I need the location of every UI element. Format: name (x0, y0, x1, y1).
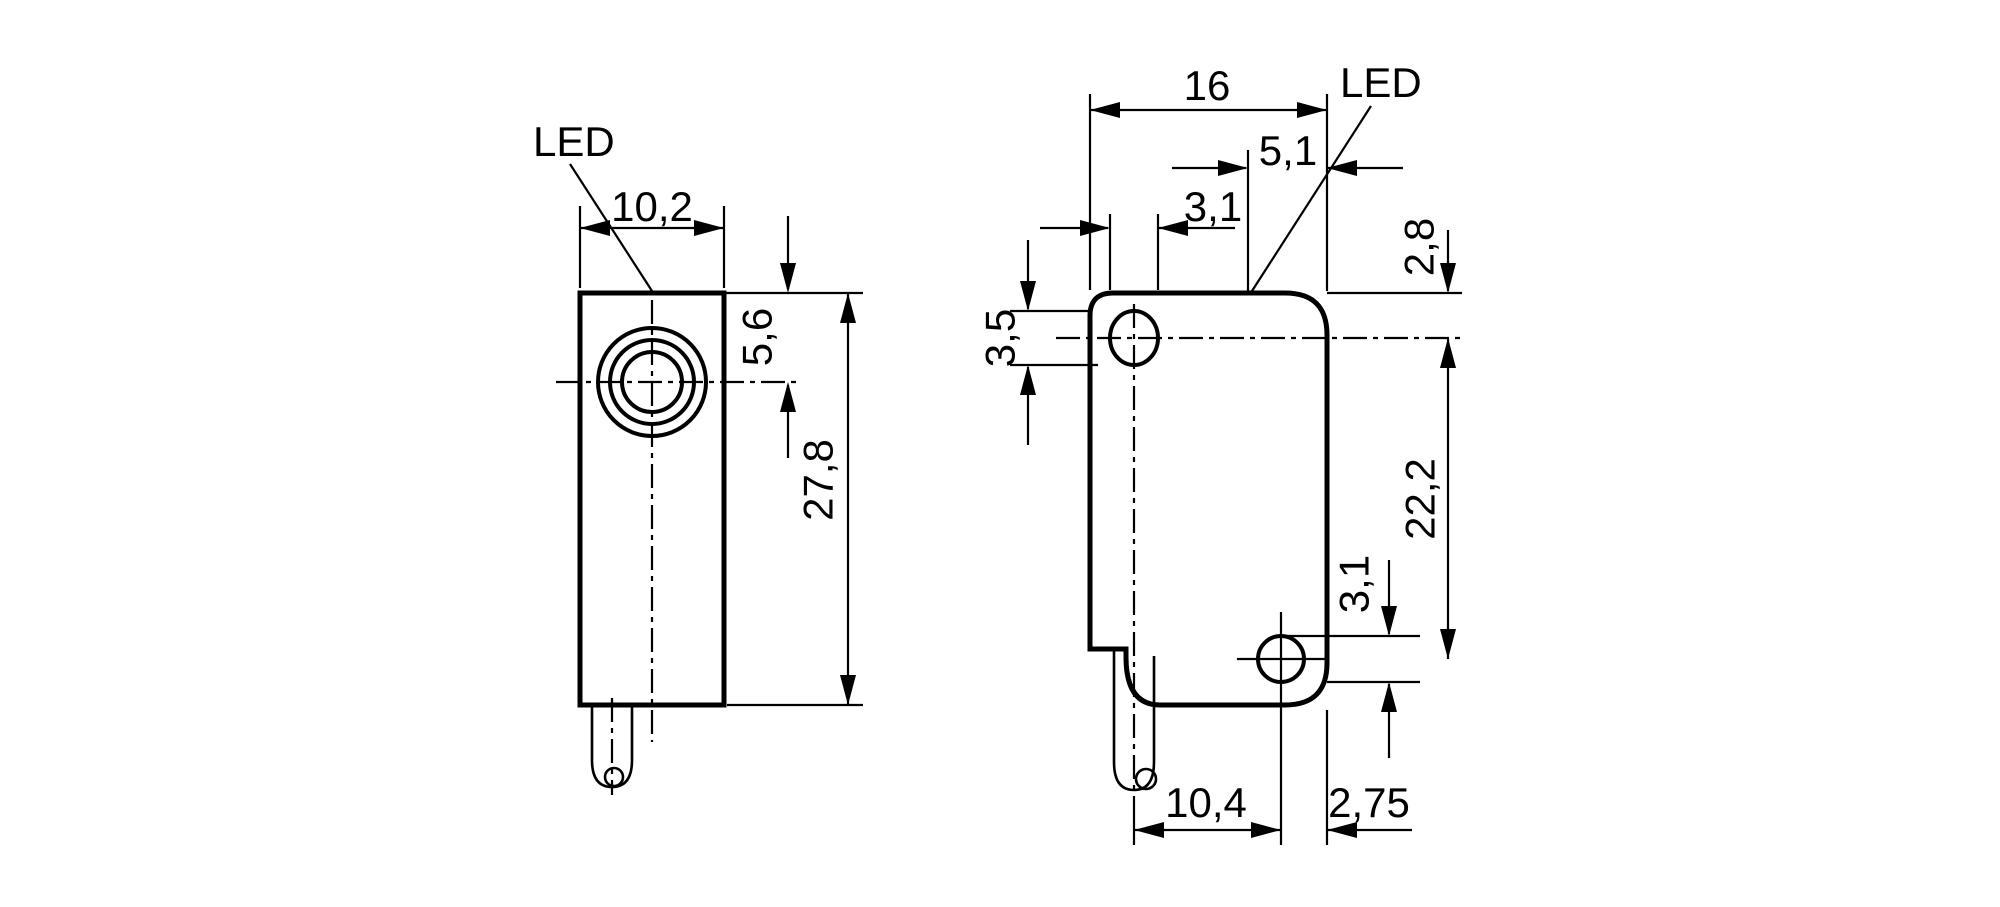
dim-side-depth: 16 (1088, 62, 1329, 291)
dim-led-position-label: 5,1 (1259, 127, 1317, 174)
dim-cable-to-hole-label: 10,4 (1165, 779, 1247, 826)
dim-slot-width: 3,1 (1040, 183, 1242, 290)
dim-side-depth-label: 16 (1184, 62, 1231, 109)
dim-front-width-label: 10,2 (611, 183, 693, 230)
dim-slot-center-from-top: 2,8 (1327, 218, 1462, 295)
front-view: LED 10,2 5,6 27,8 (533, 118, 863, 795)
dim-hole-to-edge-label: 2,75 (1328, 779, 1410, 826)
dim-front-face-center-label: 5,6 (734, 308, 781, 366)
dim-hole-spacing: 22,2 (1397, 338, 1456, 659)
front-led-label: LED (533, 118, 615, 165)
front-body-outline (577, 290, 727, 708)
dim-slot-center-from-top-label: 2,8 (1396, 218, 1443, 276)
dim-slot-width-label: 3,1 (1184, 183, 1242, 230)
dim-hole-spacing-label: 22,2 (1397, 458, 1444, 540)
front-cable-end (603, 766, 625, 788)
dim-front-width: 10,2 (578, 183, 726, 288)
dim-led-position: 5,1 (1172, 127, 1403, 291)
side-view: LED 16 5,1 3,1 (977, 59, 1462, 845)
dim-cable-to-hole: 10,4 (1134, 779, 1281, 838)
side-cable-end (1134, 767, 1158, 791)
side-led-leader-line (1251, 105, 1372, 292)
dim-front-height-label: 27,8 (795, 439, 842, 521)
side-body-outline (1087, 290, 1330, 708)
dim-slot-height: 3,5 (977, 240, 1098, 445)
dim-hole-to-edge: 2,75 (1325, 710, 1412, 845)
side-led-label: LED (1340, 59, 1422, 106)
dim-slot-height-label: 3,5 (977, 309, 1024, 367)
dim-hole-diameter-label: 3,1 (1331, 555, 1378, 613)
dim-front-face-center: 5,6 (734, 216, 796, 458)
dim-front-height: 27,8 (795, 293, 856, 705)
dim-hole-diameter: 3,1 (1285, 555, 1420, 758)
